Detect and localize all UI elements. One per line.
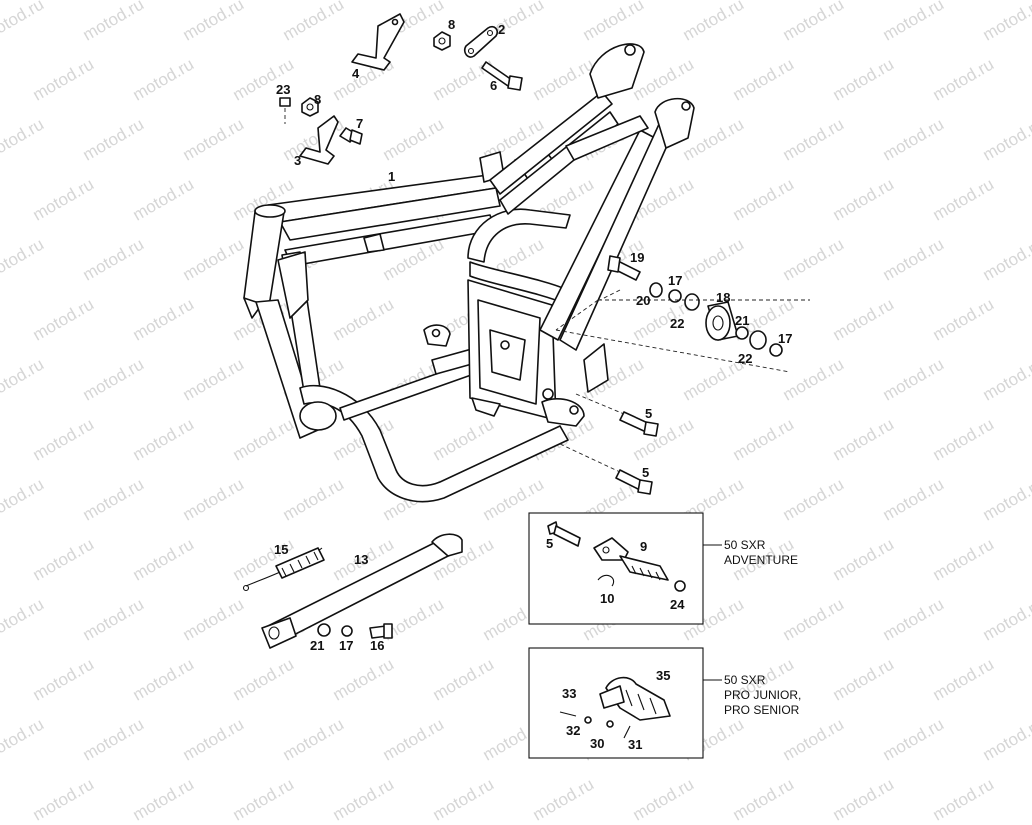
callout-21-a: 21 (735, 313, 749, 328)
callout-33: 33 (562, 686, 576, 701)
callout-23: 23 (276, 82, 290, 97)
watermark-text: motod.ru (229, 774, 298, 825)
bolt-part-5-upper (575, 393, 659, 437)
callout-2: 2 (498, 22, 505, 37)
exploded-parts-diagram: 1 2 3 4 5 5 5 6 7 8 8 9 10 13 15 16 17 1… (242, 13, 810, 759)
callout-18: 18 (716, 290, 730, 305)
pro-note-line2: PRO JUNIOR, (724, 688, 801, 702)
callout-17-c: 17 (339, 638, 353, 653)
callout-7: 7 (356, 116, 363, 131)
callout-6: 6 (490, 78, 497, 93)
callout-5-bottom: 5 (642, 465, 649, 480)
bolt-part-5-lower (559, 443, 653, 495)
callout-32: 32 (566, 723, 580, 738)
callout-21-b: 21 (310, 638, 324, 653)
callout-5-top: 5 (645, 406, 652, 421)
adventure-note-line1: 50 SXR (724, 538, 766, 552)
callout-10: 10 (600, 591, 614, 606)
watermark-text: motod.ru (329, 774, 398, 825)
washer-part-17-a (668, 289, 682, 303)
callout-22-b: 22 (738, 351, 752, 366)
washer-part-17-b (769, 343, 783, 357)
washer-part-23 (279, 97, 291, 124)
main-frame (243, 43, 695, 503)
adventure-note-line2: ADVENTURE (724, 553, 798, 567)
spacer-part-21-b (317, 623, 331, 637)
nut-part-8-top (433, 31, 451, 51)
watermark-text: motod.ru (829, 774, 898, 825)
washer-part-20 (649, 282, 663, 298)
bolt-part-19 (607, 255, 641, 281)
watermark-text: motod.ru (629, 774, 698, 825)
spacer-part-21-a (735, 326, 749, 340)
adventure-note: 50 SXR ADVENTURE (724, 538, 798, 567)
callout-22-a: 22 (670, 316, 684, 331)
bracket-part-3 (299, 115, 339, 165)
callout-30: 30 (590, 736, 604, 751)
callout-5-box: 5 (546, 536, 553, 551)
callout-35: 35 (656, 668, 670, 683)
callout-3: 3 (294, 153, 301, 168)
watermark-text: motod.ru (529, 774, 598, 825)
spacer-part-22-b (749, 330, 767, 350)
spring-part-15 (242, 547, 325, 592)
callout-8-left: 8 (314, 92, 321, 107)
spacer-part-22-a (684, 293, 700, 311)
pro-note: 50 SXR PRO JUNIOR, PRO SENIOR (724, 673, 801, 717)
bolt-part-6 (481, 61, 523, 91)
pro-variant-box (528, 647, 722, 759)
bracket-part-4 (351, 13, 405, 71)
callout-24: 24 (670, 597, 685, 612)
watermark-text: motod.ru (429, 774, 498, 825)
dashed-assembly-lines-shock (555, 289, 810, 373)
bolt-part-16 (369, 623, 393, 639)
callout-labels: 1 2 3 4 5 5 5 6 7 8 8 9 10 13 15 16 17 1… (274, 17, 792, 752)
bolt-part-7 (339, 127, 363, 145)
callout-1: 1 (388, 169, 395, 184)
callout-16: 16 (370, 638, 384, 653)
callout-13: 13 (354, 552, 368, 567)
washer-part-17-c (341, 625, 353, 637)
kickstand-part-13 (261, 533, 463, 649)
watermark-text: motod.ru (929, 774, 998, 825)
watermark-text: motod.ru (129, 774, 198, 825)
bushing-part-18 (705, 301, 739, 341)
pro-note-line3: PRO SENIOR (724, 703, 800, 717)
callout-19: 19 (630, 250, 644, 265)
callout-15: 15 (274, 542, 288, 557)
callout-17-b: 17 (778, 331, 792, 346)
callout-20: 20 (636, 293, 650, 308)
callout-4: 4 (352, 66, 360, 81)
nut-part-8-left (301, 97, 319, 117)
callout-9: 9 (640, 539, 647, 554)
plate-part-2 (463, 25, 499, 58)
watermark-text: motod.ru (29, 774, 98, 825)
pro-note-line1: 50 SXR (724, 673, 766, 687)
watermark-text: motod.ru (729, 774, 798, 825)
callout-17-a: 17 (668, 273, 682, 288)
callout-8-top: 8 (448, 17, 455, 32)
callout-31: 31 (628, 737, 642, 752)
adventure-variant-box (528, 512, 722, 625)
